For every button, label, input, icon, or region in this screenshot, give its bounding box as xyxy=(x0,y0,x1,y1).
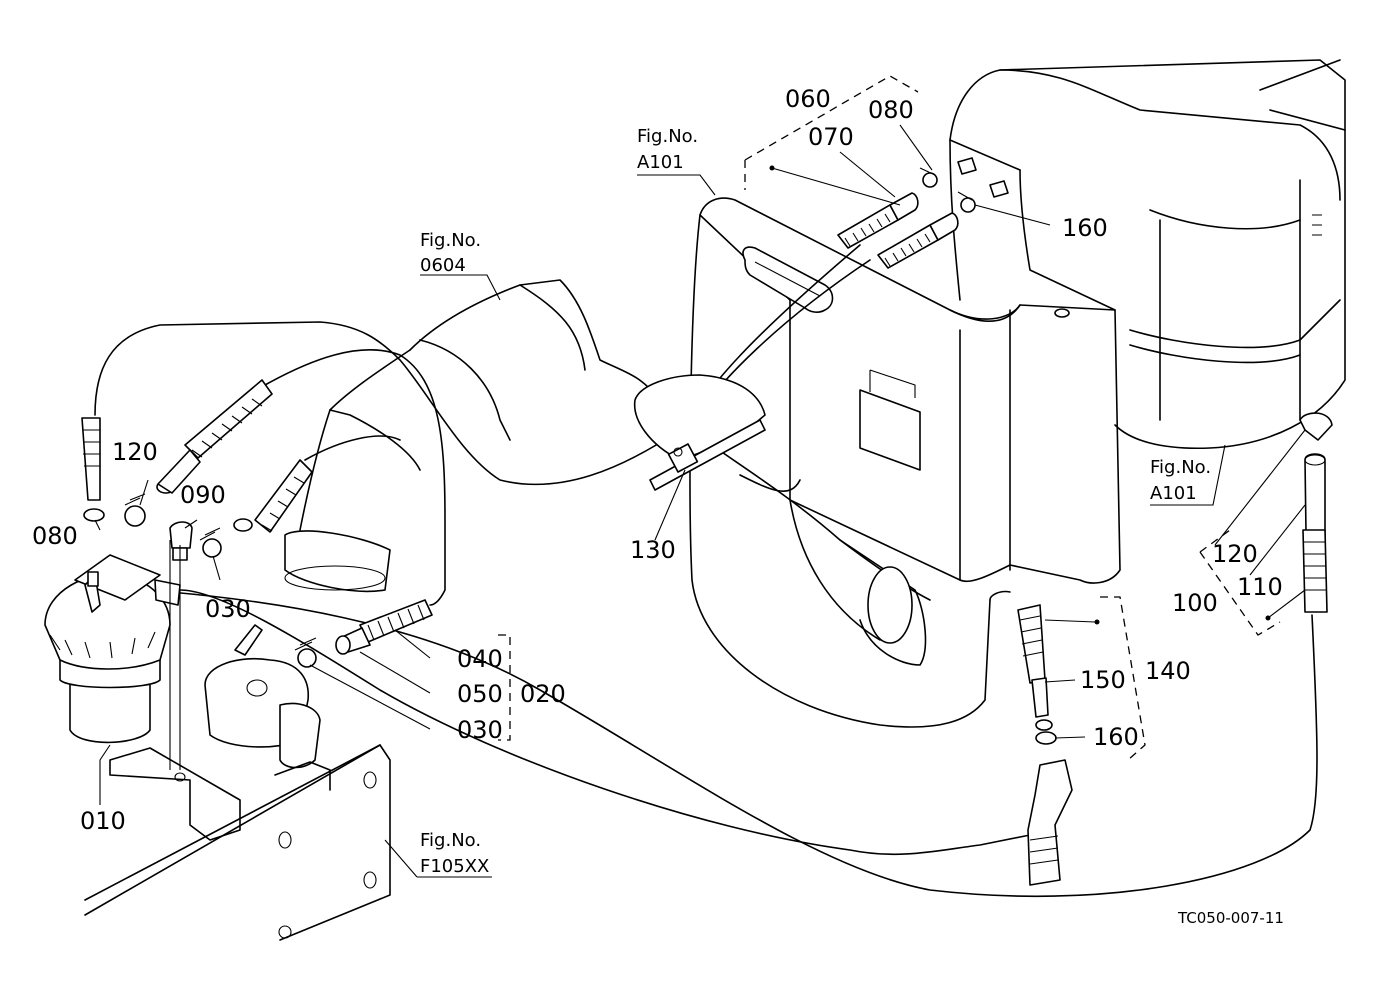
label-120-left: 120 xyxy=(112,438,158,466)
fuel-lines xyxy=(94,244,1318,897)
label-020: 020 xyxy=(520,680,566,708)
label-050: 050 xyxy=(457,680,503,708)
tank-bracket xyxy=(699,139,1121,584)
fig-ref-a101-right-heading: Fig.No. xyxy=(1150,457,1211,478)
air-duct xyxy=(284,279,931,666)
cable-tie xyxy=(633,374,766,491)
fig-ref-0604-heading: Fig.No. xyxy=(420,230,481,251)
diagram-code: TC050-007-11 xyxy=(1177,909,1284,927)
label-080-top: 080 xyxy=(868,96,914,124)
label-080-left: 080 xyxy=(32,522,78,550)
fig-ref-0604-code: 0604 xyxy=(420,255,466,276)
label-090: 090 xyxy=(180,481,226,509)
label-110: 110 xyxy=(1237,573,1283,601)
tank-strap xyxy=(689,214,991,728)
label-030-upper: 030 xyxy=(205,595,251,623)
upper-hose-assembly xyxy=(837,157,1009,269)
figure-references: Fig.No. A101 Fig.No. 0604 Fig.No. A101 F… xyxy=(420,126,1211,877)
label-070: 070 xyxy=(808,123,854,151)
left-hose-assembly xyxy=(81,379,433,668)
label-100: 100 xyxy=(1172,589,1218,617)
lower-hose-assembly xyxy=(989,590,1073,886)
label-140: 140 xyxy=(1145,657,1191,685)
label-060: 060 xyxy=(785,85,831,113)
fuel-pump xyxy=(169,540,321,770)
label-040: 040 xyxy=(457,645,503,673)
label-030-lower: 030 xyxy=(457,716,503,744)
fig-ref-a101-right-code: A101 xyxy=(1150,483,1197,504)
leader-lines xyxy=(94,124,1306,878)
fuel-filter xyxy=(44,554,181,744)
frame-rail xyxy=(84,744,391,941)
fig-ref-a101-top-code: A101 xyxy=(637,152,684,173)
fig-ref-f105xx-heading: Fig.No. xyxy=(420,830,481,851)
part-labels: 060 070 080 160 130 120 090 080 030 040 … xyxy=(32,85,1283,835)
fig-ref-f105xx-code: F105XX xyxy=(420,856,489,877)
right-hose-assembly xyxy=(1299,412,1333,613)
label-010: 010 xyxy=(80,807,126,835)
fig-ref-a101-top-heading: Fig.No. xyxy=(637,126,698,147)
label-130: 130 xyxy=(630,536,676,564)
group-brackets xyxy=(498,75,1281,761)
label-150: 150 xyxy=(1080,666,1126,694)
label-120-right: 120 xyxy=(1212,540,1258,568)
label-160-top: 160 xyxy=(1062,214,1108,242)
label-160-bottom: 160 xyxy=(1093,723,1139,751)
